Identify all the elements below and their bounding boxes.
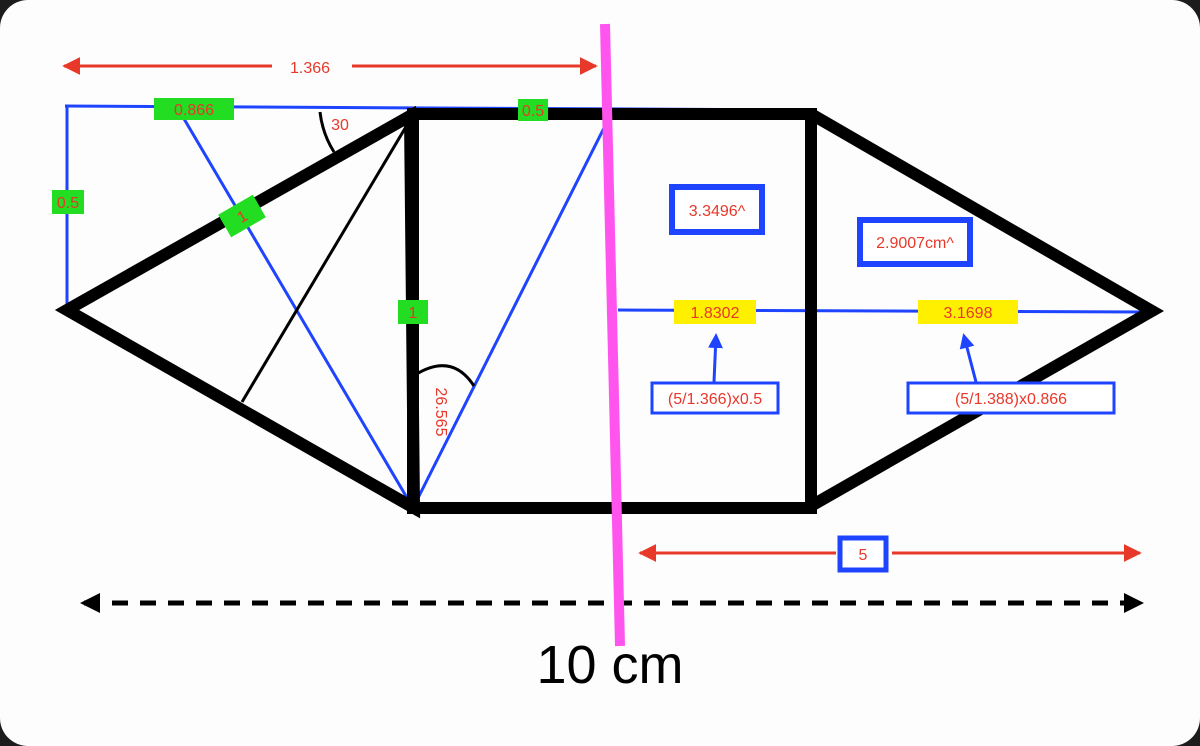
total-width-label: 10 cm [536,635,683,695]
angle-top-label: 30 [331,117,349,134]
mid-left-segment-label: 1.8302 [691,305,740,322]
square-side-label: 1 [409,305,418,322]
tag-05-top-bg [518,99,548,121]
pointer-arrow-left [707,333,723,383]
formula-left-box [650,381,780,415]
pink-cut-line [600,23,625,647]
pointer-arrow-right [959,333,978,383]
square-top-segment-label: 0.5 [522,103,544,120]
angle-bottom-label: 26.565 [432,388,449,437]
formula-right-label: (5/1.388)x0.866 [955,391,1067,408]
angle-arc-top [318,111,336,153]
mid-right-segment-label: 3.1698 [944,305,993,322]
angle-arc-bottom [414,364,476,387]
formula-right-box [906,381,1116,415]
right-triangle [807,108,1165,512]
area-square-label: 3.3496^ [689,203,746,220]
half-width-box [837,535,889,573]
area-triangle-box [857,217,973,267]
top-width-label: 1.366 [290,60,330,77]
tag-31698-bg [918,300,1018,324]
hyp-tag: 1 [218,194,266,238]
half-width-label: 5 [859,547,868,564]
left-black-median [240,119,412,403]
left-vertical-label: 0.5 [57,195,79,212]
square-blue-diagonal [411,111,614,509]
tag-05-left-bg [52,190,84,214]
left-triangle [54,105,421,519]
tag-0866-bg [154,98,234,120]
area-square-box [669,184,765,235]
area-triangle-label: 2.9007cm^ [876,235,954,252]
formula-left-label: (5/1.366)x0.5 [668,391,762,408]
left-hyp-horizontal-label: 0.866 [174,102,214,119]
tag-1-square-bg [398,300,428,324]
tag-18302-bg [674,300,756,324]
